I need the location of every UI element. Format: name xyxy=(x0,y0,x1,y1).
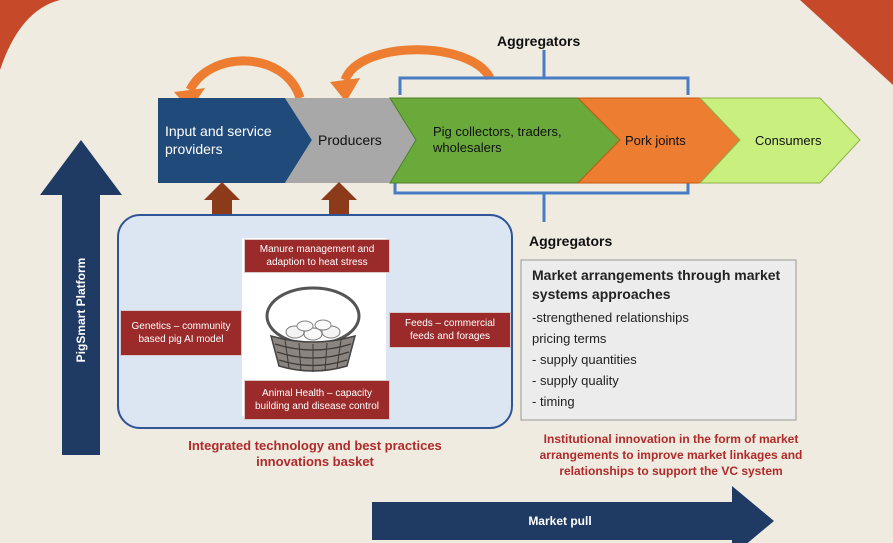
market-arrangements-box xyxy=(520,259,797,421)
aggregators-bracket-bottom xyxy=(393,178,690,222)
pigsmart-platform-arrow xyxy=(40,140,122,455)
market-line: pricing terms xyxy=(532,331,607,346)
feeds-box: Feeds – commercial feeds and forages xyxy=(389,312,511,348)
institutional-caption: Institutional innovation in the form of … xyxy=(539,432,803,478)
chain-label-producers: Producers xyxy=(318,132,382,148)
market-pull-arrow xyxy=(372,486,774,543)
chain-label-collectors: Pig collectors, traders, wholesalers xyxy=(433,124,562,155)
chevron-producers xyxy=(285,98,416,183)
feedback-arrow-right xyxy=(330,45,494,102)
market-pull-label: Market pull xyxy=(528,514,592,528)
basket-caption: Integrated technology and best practices… xyxy=(188,438,442,469)
chevron-consumers xyxy=(698,97,861,184)
animal-health-box: Animal Health – capacity building and di… xyxy=(244,380,390,420)
chain-label-pork-joints: Pork joints xyxy=(625,132,686,148)
aggregators-label-top: Aggregators xyxy=(497,33,581,49)
pigsmart-platform-label: PigSmart Platform xyxy=(74,257,88,363)
manure-management-box: Manure management and adaption to heat s… xyxy=(244,239,390,273)
up-arrow-to-producers xyxy=(321,182,357,218)
basket-with-eggs-icon xyxy=(265,286,361,372)
market-line: - supply quality xyxy=(532,373,619,388)
up-arrow-to-input xyxy=(204,182,240,218)
chevron-input-providers xyxy=(158,98,312,183)
chain-label-consumers: Consumers xyxy=(755,132,822,148)
chain-label-input-providers: Input and service providers xyxy=(165,123,272,157)
aggregators-bracket-top xyxy=(398,50,690,95)
aggregators-label-bottom: Aggregators xyxy=(529,233,613,249)
genetics-box: Genetics – community based pig AI model xyxy=(120,310,242,356)
market-arrangements-heading: Market arrangements through market syste… xyxy=(532,267,781,302)
market-line: - supply quantities xyxy=(532,352,637,367)
market-arrangements-list: -strengthened relationships pricing term… xyxy=(532,307,794,412)
market-line: -strengthened relationships xyxy=(532,310,689,325)
market-line: - timing xyxy=(532,394,575,409)
